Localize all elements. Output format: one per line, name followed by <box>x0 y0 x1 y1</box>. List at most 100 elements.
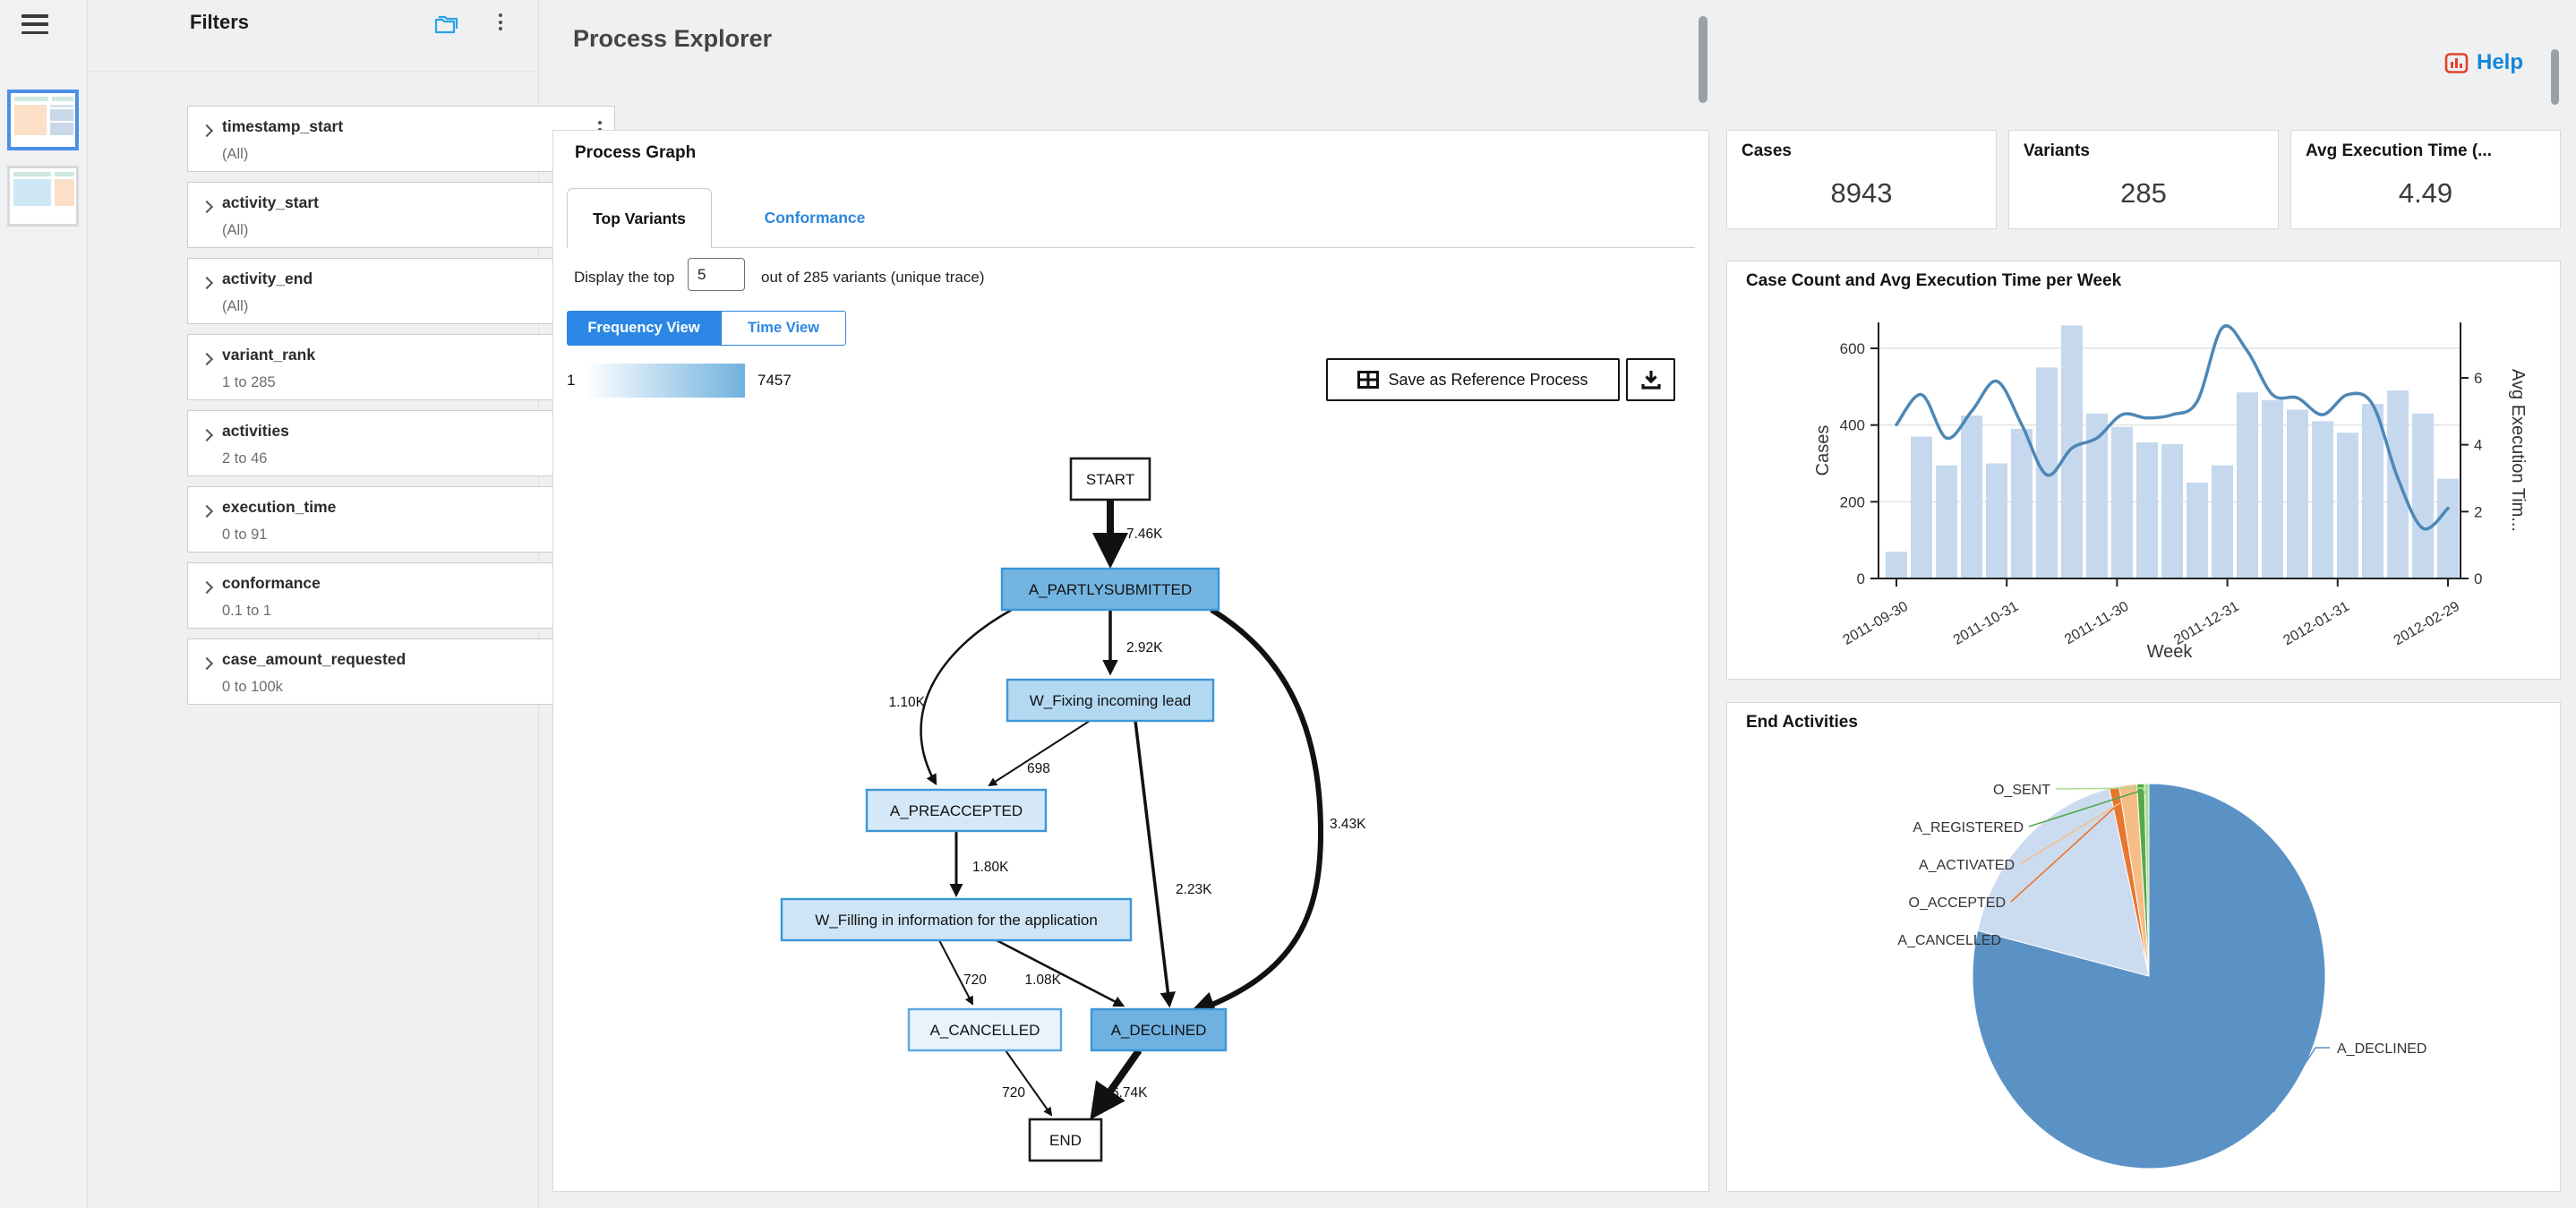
cases-bar <box>1886 552 1907 578</box>
edge-label: 3.43K <box>1330 817 1366 832</box>
filter-card-activity_end[interactable]: activity_end(All) <box>187 258 615 324</box>
cases-bar <box>2011 428 2033 578</box>
edge-label: 6.74K <box>1111 1085 1148 1101</box>
folder-icon[interactable] <box>433 13 458 35</box>
right-scrollbar[interactable] <box>2551 49 2559 105</box>
filter-value: 0 to 100k <box>222 679 283 695</box>
kpi-label: Avg Execution Time (... <box>2306 141 2492 160</box>
cases-bar <box>2362 404 2383 578</box>
graph-node-START[interactable]: START <box>1069 457 1151 501</box>
graph-node-label: A_CANCELLED <box>930 1022 1040 1039</box>
y-axis-tick-label: 600 <box>1840 340 1865 357</box>
x-axis-tick-label: 2011-09-30 <box>1841 599 1911 648</box>
y-axis-tick-label: 400 <box>1840 417 1865 434</box>
help-label: Help <box>2477 50 2524 74</box>
page-thumbnail-1[interactable] <box>7 90 79 150</box>
filter-name: activity_end <box>222 270 313 287</box>
download-icon <box>1640 371 1661 390</box>
filter-name: case_amount_requested <box>222 650 407 668</box>
pie-label-O_SENT: O_SENT <box>1993 783 2050 798</box>
chevron-right-icon[interactable] <box>200 504 214 518</box>
graph-node-W_Filling_in_information_for_the_application[interactable]: W_Filling in information for the applica… <box>780 897 1133 942</box>
center-scrollbar[interactable] <box>1699 16 1707 103</box>
help-button[interactable]: Help <box>2444 50 2523 75</box>
edge-label: 698 <box>1027 761 1050 776</box>
filter-card-case_amount_requested[interactable]: case_amount_requested 0 to 100k <box>187 638 615 705</box>
end-activities-pie-chart: A_DECLINEDA_CANCELLEDO_ACCEPTEDA_ACTIVAT… <box>1897 783 2426 1169</box>
pie-label-A_ACTIVATED: A_ACTIVATED <box>1919 858 2015 873</box>
cases-bar <box>2136 441 2158 578</box>
edge-label: 720 <box>1002 1085 1025 1101</box>
graph-node-A_CANCELLED[interactable]: A_CANCELLED <box>907 1007 1063 1052</box>
graph-node-END[interactable]: END <box>1028 1118 1103 1162</box>
filter-name: timestamp_start <box>222 117 344 135</box>
save-as-reference-process-button[interactable]: Save as Reference Process <box>1326 358 1620 401</box>
chevron-right-icon[interactable] <box>200 124 214 138</box>
filter-name: execution_time <box>222 498 337 516</box>
cases-bar <box>1936 465 1957 578</box>
cases-bar <box>2287 409 2308 578</box>
save-as-reference-process-label: Save as Reference Process <box>1388 370 1588 389</box>
hamburger-menu-icon[interactable] <box>21 14 48 34</box>
graph-node-A_PARTLYSUBMITTED[interactable]: A_PARTLYSUBMITTED <box>1000 567 1220 612</box>
pie-slice-A_CANCELLED <box>1977 787 2150 977</box>
chevron-right-icon[interactable] <box>200 656 214 671</box>
x-axis-title: Week <box>2147 642 2194 662</box>
cases-bar <box>2412 413 2434 578</box>
graph-node-label: A_DECLINED <box>1111 1022 1207 1039</box>
top-n-prefix-label: Display the top <box>574 269 675 286</box>
download-button[interactable] <box>1626 358 1675 401</box>
edge-label: 7.46K <box>1126 527 1163 542</box>
graph-node-label: A_PARTLYSUBMITTED <box>1029 581 1192 598</box>
frequency-legend-gradient <box>587 364 745 398</box>
filter-card-timestamp_start[interactable]: timestamp_start (All) <box>187 106 615 172</box>
kpi-value: 4.49 <box>2398 177 2453 209</box>
frequency-legend-min: 1 <box>567 372 576 389</box>
table-icon <box>1357 371 1380 389</box>
end-activities-title: End Activities <box>1746 713 1858 732</box>
filters-divider <box>87 71 538 72</box>
x-axis-tick-label: 2012-02-29 <box>2392 599 2462 649</box>
chevron-right-icon[interactable] <box>200 200 214 214</box>
graph-node-label: A_PREACCEPTED <box>890 802 1023 819</box>
y2-axis-tick-label: 0 <box>2474 570 2482 587</box>
filter-value: 2 to 46 <box>222 450 268 467</box>
chevron-right-icon[interactable] <box>200 276 214 290</box>
edge-label: 1.08K <box>1024 972 1061 988</box>
top-n-input[interactable] <box>688 258 745 291</box>
chevron-right-icon[interactable] <box>200 580 214 595</box>
graph-node-A_DECLINED[interactable]: A_DECLINED <box>1090 1007 1228 1052</box>
kpi-card-3: Avg Execution Time (... 4.49 <box>2290 130 2561 229</box>
filter-value: (All) <box>222 146 249 162</box>
x-axis-tick-label: 2012-01-31 <box>2281 599 2351 649</box>
tab-conformance[interactable]: Conformance <box>764 208 866 227</box>
page-thumbnail-2[interactable] <box>7 166 79 227</box>
edge-W_Filling_in_information_for_the_application-to-A_DECLINED <box>996 938 1125 1007</box>
edge-A_PARTLYSUBMITTED-to-A_DECLINED <box>1188 607 1324 1018</box>
cases-bar <box>2262 399 2283 578</box>
cases-bar <box>2161 444 2183 578</box>
filter-value: (All) <box>222 222 249 238</box>
frequency-view-button[interactable]: Frequency View <box>567 311 721 346</box>
cases-bar <box>1911 436 1932 578</box>
y-axis-tick-label: 200 <box>1840 493 1865 510</box>
chevron-right-icon[interactable] <box>200 428 214 442</box>
filter-card-activity_start[interactable]: activity_start(All) <box>187 182 615 248</box>
tab-top-variants[interactable]: Top Variants <box>567 188 712 248</box>
graph-node-W_Fixing_incoming_lead[interactable]: W_Fixing incoming lead <box>1006 678 1215 723</box>
cases-bar <box>1986 463 2007 578</box>
filters-kebab-menu-icon[interactable] <box>493 12 508 32</box>
page-title: Process Explorer <box>573 25 773 52</box>
x-axis-tick-label: 2011-11-30 <box>2062 599 2131 648</box>
cases-bar <box>2111 426 2133 578</box>
time-view-button[interactable]: Time View <box>721 311 846 346</box>
cases-bar <box>2237 392 2258 578</box>
graph-node-A_PREACCEPTED[interactable]: A_PREACCEPTED <box>865 788 1048 833</box>
chevron-right-icon[interactable] <box>200 352 214 366</box>
